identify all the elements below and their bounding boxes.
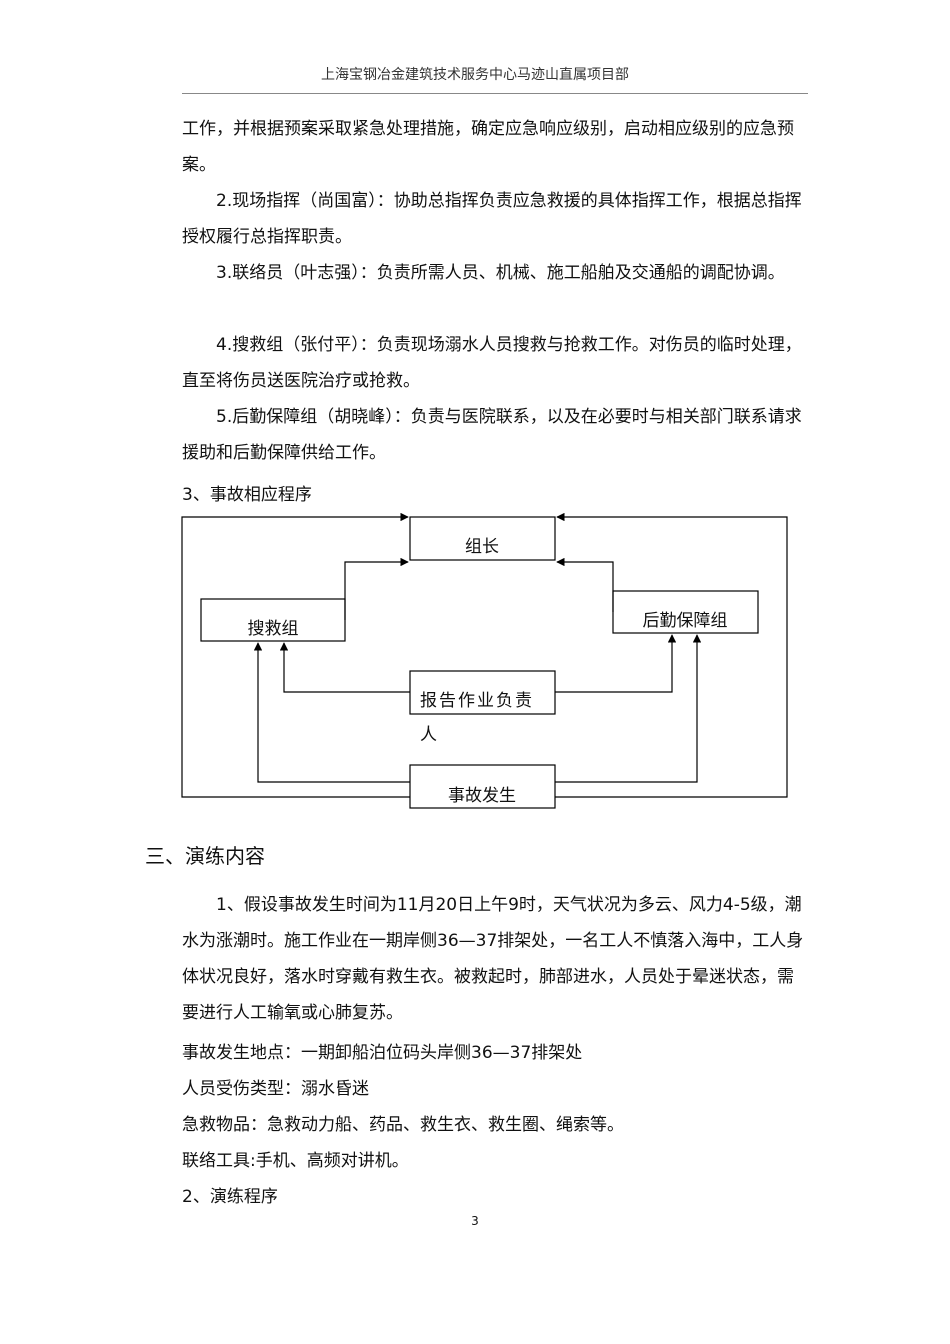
page-number: 3	[471, 1214, 479, 1228]
label-report-line2: 人	[420, 725, 437, 745]
page-header: 上海宝钢冶金建筑技术服务中心马迹山直属项目部	[321, 67, 629, 83]
paragraph-site-commander: 2.现场指挥（尚国富）：协助总指挥负责应急救援的具体指挥工作，根据总指挥授权履行…	[182, 191, 802, 247]
arrow-logistics-to-leader	[556, 557, 614, 612]
text-injury-type: 人员受伤类型：溺水昏迷	[182, 1079, 369, 1099]
arrow-report-to-logistics	[555, 634, 677, 693]
arrow-report-to-search	[279, 642, 410, 693]
text-first-aid-supplies: 急救物品：急救动力船、药品、救生衣、救生圈、绳索等。	[182, 1115, 624, 1135]
paragraph-emergency-plan: 工作，并根据预案采取紧急处理措施，确定应急响应级别，启动相应级别的应急预案。	[182, 119, 794, 175]
box-accident	[409, 764, 556, 809]
label-leader: 组长	[465, 537, 499, 557]
arrow-search-to-leader	[344, 557, 409, 620]
section-title-drill-content: 三、演练内容	[145, 844, 265, 868]
label-report-line1: 报告作业负责	[420, 691, 534, 711]
text-accident-location: 事故发生地点：一期卸船泊位码头岸侧36—37排架处	[182, 1043, 583, 1063]
arrow-outer-right	[555, 512, 788, 798]
subheading-drill-procedure: 2、演练程序	[182, 1187, 278, 1207]
text-communication-tools: 联络工具:手机、高频对讲机。	[182, 1151, 409, 1171]
paragraph-search-group: 4.搜救组（张付平）：负责现场溺水人员搜救与抢救工作。对伤员的临时处理，直至将伤…	[182, 335, 802, 391]
paragraph-logistics-group: 5.后勤保障组（胡晓峰）：负责与医院联系，以及在必要时与相关部门联系请求援助和后…	[182, 407, 802, 463]
arrow-outer-left	[181, 512, 410, 798]
label-search-group: 搜救组	[248, 619, 299, 639]
paragraph-drill-scenario: 1、假设事故发生时间为11月20日上午9时，天气状况为多云、风力4-5级，潮水为…	[182, 895, 804, 1023]
subheading-accident-procedure: 3、事故相应程序	[182, 485, 312, 505]
header-divider	[182, 93, 808, 94]
label-accident: 事故发生	[448, 786, 516, 806]
paragraph-liaison: 3.联络员（叶志强）：负责所需人员、机械、施工船舶及交通船的调配协调。	[216, 263, 785, 283]
arrow-accident-to-search	[253, 642, 410, 783]
label-logistics-group: 后勤保障组	[643, 611, 728, 631]
box-leader	[409, 516, 556, 561]
arrow-accident-to-logistics	[555, 634, 702, 783]
